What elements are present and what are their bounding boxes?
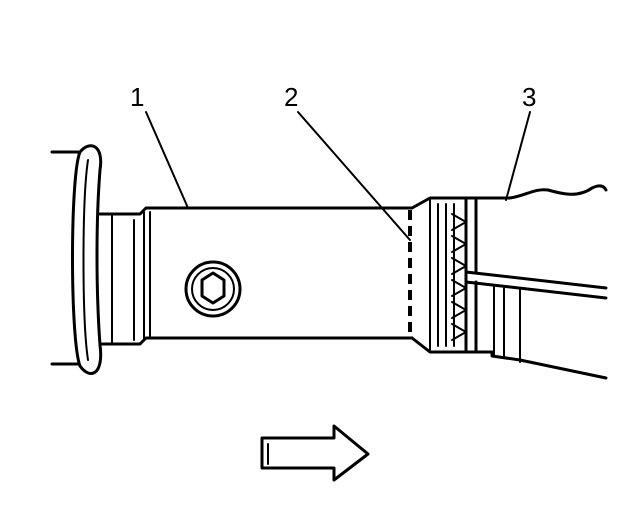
callout-label-2: 2 bbox=[284, 82, 298, 112]
shaft-body bbox=[98, 206, 414, 346]
leader-line-2 bbox=[297, 111, 411, 241]
component-3 bbox=[464, 184, 608, 380]
callout-label-1: 1 bbox=[130, 82, 144, 112]
bolt-head-icon bbox=[184, 260, 242, 318]
splined-collar bbox=[410, 196, 468, 354]
arrow-right-icon bbox=[260, 424, 370, 482]
leader-line-3 bbox=[505, 111, 531, 201]
yoke-flange bbox=[50, 144, 103, 375]
leader-line-1 bbox=[145, 111, 189, 209]
callout-label-3: 3 bbox=[522, 82, 536, 112]
